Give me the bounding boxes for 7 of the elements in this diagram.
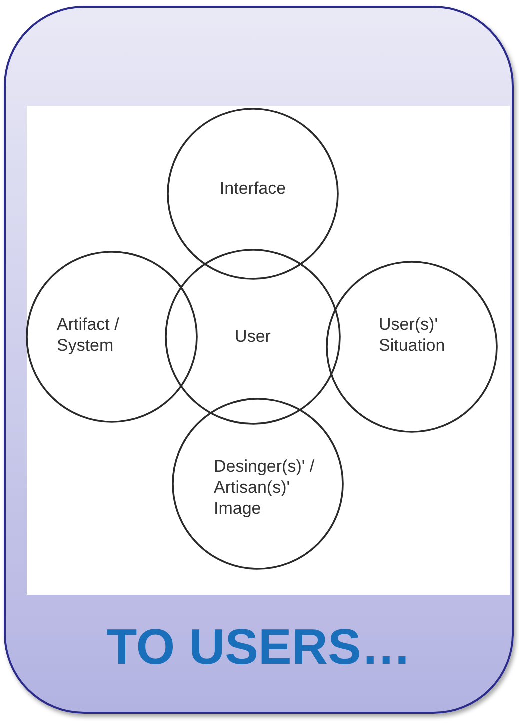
rounded-card <box>4 6 514 714</box>
circle-label: User(s)' Situation <box>379 314 446 356</box>
card-heading: TO USERS… <box>106 618 412 676</box>
circle-label: Artifact / System <box>57 314 120 356</box>
circle-label: Interface <box>218 178 288 199</box>
circle-label: User <box>234 326 272 347</box>
circle-label: Desinger(s)' / Artisan(s)' Image <box>214 456 316 519</box>
